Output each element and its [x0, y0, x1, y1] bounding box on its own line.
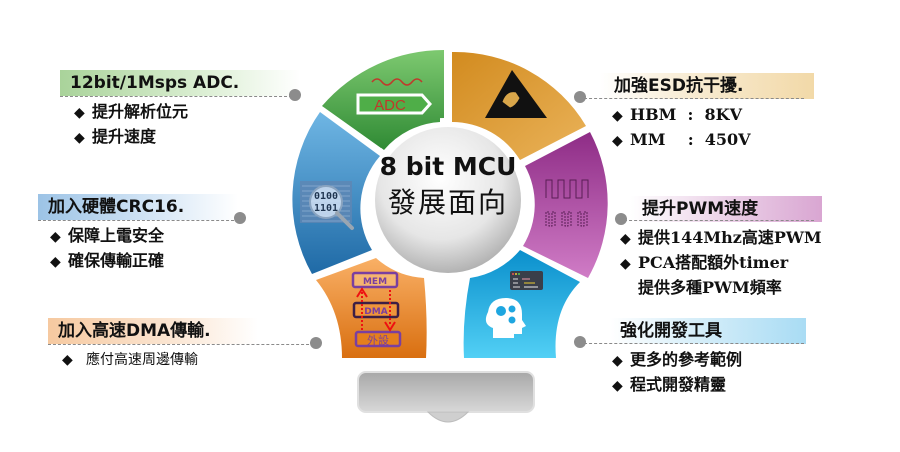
center-label: 8 bit MCU 發展面向	[370, 150, 526, 222]
diamond-bullet-icon: ◆	[620, 231, 631, 247]
connector-line	[624, 220, 814, 221]
center-title: 8 bit MCU	[379, 152, 517, 181]
svg-text:0100: 0100	[314, 191, 338, 202]
svg-text:DMA: DMA	[364, 307, 387, 317]
diamond-bullet-icon: ◆	[74, 130, 85, 146]
svg-text:ADC: ADC	[374, 97, 406, 114]
connector-dot	[574, 91, 586, 103]
segment-crc: 0100 1101	[292, 112, 380, 274]
segment-tools	[463, 250, 580, 358]
center-circle	[375, 127, 521, 273]
diamond-bullet-icon: ◆	[612, 108, 623, 124]
connector-dot	[289, 89, 301, 101]
center-subtitle: 發展面向	[387, 186, 508, 219]
feature-pwm-title: 提升PWM速度	[630, 196, 822, 222]
feature-adc: 12bit/1Msps ADC. ◆提升解析位元 ◆提升速度	[60, 70, 300, 150]
feature-tools-title: 強化開發工具	[610, 318, 806, 344]
code-window-icon	[510, 271, 543, 290]
segment-pwm	[523, 132, 608, 278]
diamond-bullet-icon: ◆	[612, 133, 623, 149]
brain-gears-icon	[485, 298, 526, 338]
pwm-waveform-icon	[545, 179, 589, 227]
svg-text:1101: 1101	[314, 203, 338, 214]
feature-crc-bullets: ◆保障上電安全 ◆確保傳輸正確	[50, 224, 238, 274]
bullet-item: ◆提供144Mhz高速PWM	[620, 226, 822, 251]
binary-magnifier-icon: 0100 1101	[300, 181, 354, 230]
diamond-bullet-icon: ◆	[74, 105, 85, 121]
connector-dot	[615, 213, 627, 225]
bulb-base	[357, 371, 535, 423]
feature-crc-title: 加入硬體CRC16.	[38, 194, 238, 220]
diamond-bullet-icon: ◆	[620, 256, 631, 272]
svg-text:外設: 外設	[367, 333, 389, 347]
diamond-bullet-icon: ◆	[62, 352, 73, 368]
pwm-segment-shape	[523, 132, 608, 278]
feature-esd-title: 加強ESD抗干擾.	[600, 73, 814, 99]
feature-dma-title: 加入高速DMA傳輸.	[48, 318, 258, 344]
bullet-continuation: 提供多種PWM頻率	[638, 278, 782, 297]
bullet-item: ◆HBM : 8KV	[612, 103, 814, 128]
feature-tools: 強化開發工具 ◆更多的參考範例 ◆程式開發精靈	[610, 318, 806, 398]
connector-dot	[310, 337, 322, 349]
bullet-item: ◆更多的參考範例	[612, 348, 806, 373]
feature-esd: 加強ESD抗干擾. ◆HBM : 8KV ◆MM : 450V	[600, 73, 814, 153]
feature-tools-bullets: ◆更多的參考範例 ◆程式開發精靈	[612, 348, 806, 398]
connector-line	[38, 220, 234, 221]
tools-segment-shape	[463, 250, 580, 358]
feature-adc-title: 12bit/1Msps ADC.	[60, 70, 300, 96]
diamond-bullet-icon: ◆	[612, 353, 623, 369]
connector-line	[60, 96, 292, 97]
feature-crc: 加入硬體CRC16. ◆保障上電安全 ◆確保傳輸正確	[38, 194, 238, 274]
diamond-bullet-icon: ◆	[612, 378, 623, 394]
bullet-item: ◆保障上電安全	[50, 224, 238, 249]
connector-line	[584, 98, 804, 99]
bullet-item: ◆提升解析位元	[74, 100, 300, 125]
segment-dma: MEM DMA 外設	[316, 258, 427, 358]
bullet-item: ◆程式開發精靈	[612, 373, 806, 398]
connector-dot	[574, 336, 586, 348]
adc-signal-icon: ADC	[356, 78, 433, 115]
bullet-item: ◆MM : 450V	[612, 128, 814, 153]
feature-pwm-bullets: ◆提供144Mhz高速PWM ◆PCA搭配額外timer 提供多種PWM頻率	[620, 226, 822, 300]
bullet-item: ◆PCA搭配額外timer	[620, 251, 822, 276]
dma-diagram-icon: MEM DMA 外設	[351, 271, 402, 348]
feature-dma-bullets: ◆應付高速周邊傳輸	[62, 348, 258, 372]
bullet-item: ◆提升速度	[74, 125, 300, 150]
diamond-bullet-icon: ◆	[50, 254, 61, 270]
feature-esd-bullets: ◆HBM : 8KV ◆MM : 450V	[612, 103, 814, 153]
connector-dot	[234, 212, 246, 224]
feature-pwm: 提升PWM速度 ◆提供144Mhz高速PWM ◆PCA搭配額外timer 提供多…	[620, 196, 822, 300]
segment-esd	[452, 51, 586, 160]
svg-text:MEM: MEM	[363, 277, 387, 287]
segment-adc: ADC	[322, 49, 444, 150]
feature-adc-bullets: ◆提升解析位元 ◆提升速度	[74, 100, 300, 150]
connector-line	[48, 344, 314, 345]
bullet-item: ◆確保傳輸正確	[50, 249, 238, 274]
connector-line	[584, 343, 804, 344]
esd-warning-icon	[485, 70, 547, 118]
bullet-item: ◆應付高速周邊傳輸	[62, 348, 258, 372]
feature-dma: 加入高速DMA傳輸. ◆應付高速周邊傳輸	[48, 318, 258, 372]
diamond-bullet-icon: ◆	[50, 229, 61, 245]
